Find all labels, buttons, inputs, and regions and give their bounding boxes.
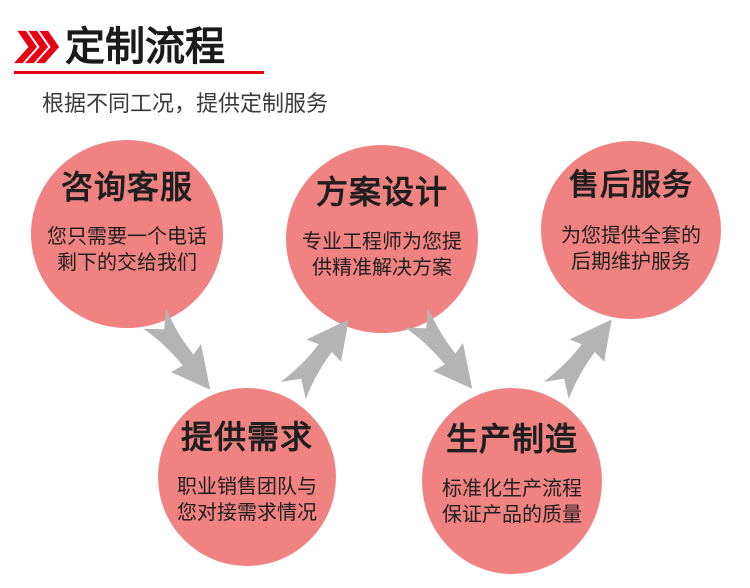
step-description-line: 您对接需求情况 <box>177 502 317 524</box>
step-description-line: 您只需要一个电话 <box>47 226 207 248</box>
step-design-circle: 方案设计 专业工程师为您提 供精准解决方案 <box>286 145 478 333</box>
step-title: 提供需求 <box>180 419 313 455</box>
page-title: 定制流程 <box>65 25 225 69</box>
step-description-line: 为您提供全套的 <box>561 225 701 247</box>
title-underline <box>14 71 264 74</box>
step-description-line: 供精准解决方案 <box>312 257 452 279</box>
page-subtitle: 根据不同工况，提供定制服务 <box>42 91 329 116</box>
step-description-line: 保证产品的质量 <box>442 504 582 526</box>
step-aftersales-circle: 售后服务 为您提供全套的 后期维护服务 <box>541 141 721 319</box>
step-description-line: 剩下的交给我们 <box>57 252 197 274</box>
step-title: 售后服务 <box>569 169 693 202</box>
arrow-up-right-icon-1 <box>274 303 367 405</box>
step-description: 为您提供全套的 后期维护服务 <box>561 223 701 275</box>
step-title: 生产制造 <box>445 421 578 457</box>
step-title: 咨询客服 <box>60 169 193 205</box>
step-consult-circle: 咨询客服 您只需要一个电话 剩下的交给我们 <box>31 140 223 328</box>
step-description: 标准化生产流程 保证产品的质量 <box>442 476 582 528</box>
triple-chevron-right-icon <box>14 30 60 64</box>
step-description-line: 后期维护服务 <box>571 251 691 273</box>
step-production-circle: 生产制造 标准化生产流程 保证产品的质量 <box>422 388 602 574</box>
step-description-line: 专业工程师为您提 <box>302 231 462 253</box>
step-title: 方案设计 <box>315 174 448 210</box>
step-description: 职业销售团队与 您对接需求情况 <box>177 474 317 526</box>
arrow-down-right-icon-1 <box>137 303 230 405</box>
arrow-down-right-icon-2 <box>399 302 492 404</box>
step-requirements-circle: 提供需求 职业销售团队与 您对接需求情况 <box>158 388 336 566</box>
arrow-up-right-icon-2 <box>537 303 630 405</box>
step-description-line: 标准化生产流程 <box>442 478 582 500</box>
step-description-line: 职业销售团队与 <box>177 476 317 498</box>
step-description: 专业工程师为您提 供精准解决方案 <box>302 229 462 281</box>
step-description: 您只需要一个电话 剩下的交给我们 <box>47 224 207 276</box>
